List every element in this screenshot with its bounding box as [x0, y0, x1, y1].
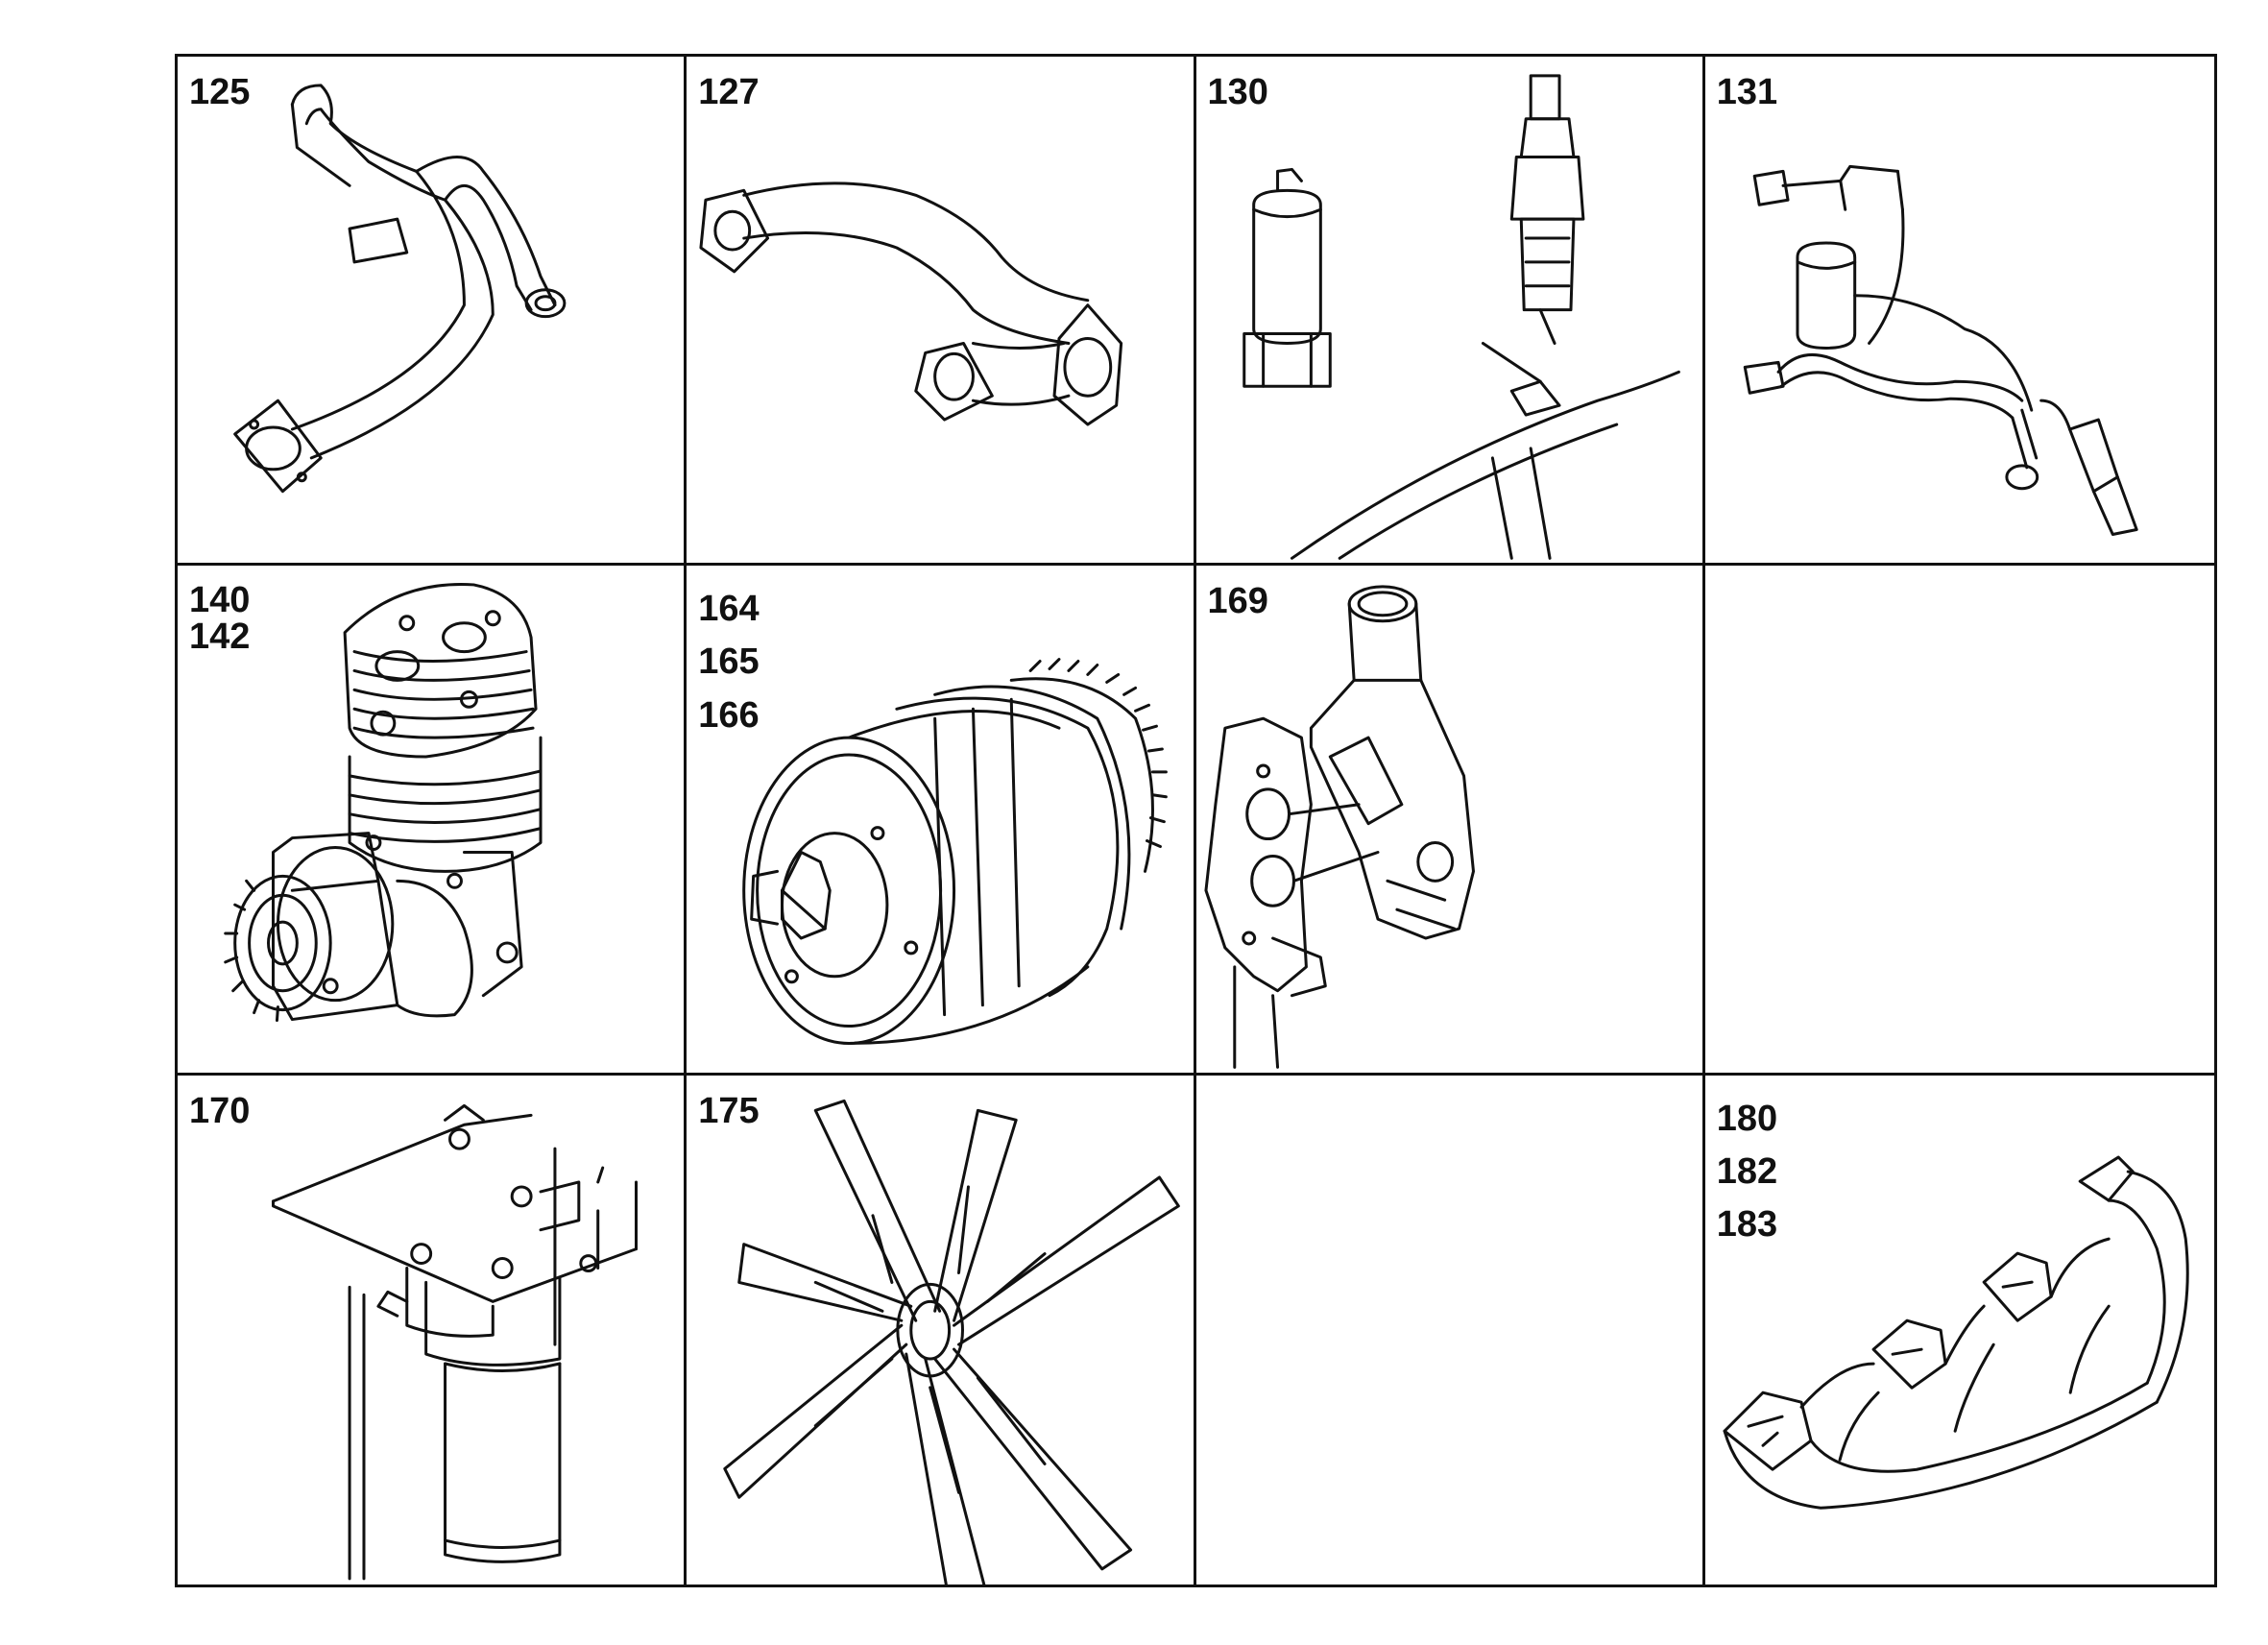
part-cell-130[interactable]: 130	[1195, 57, 1705, 567]
empty-cell	[1196, 1075, 1705, 1585]
part-number: 182	[1716, 1150, 1778, 1192]
part-cell-164-165-166[interactable]: 164 165 166	[687, 566, 1196, 1076]
part-number: 125	[189, 72, 251, 112]
oil-filter-icon	[178, 1076, 684, 1585]
part-labels: 130	[1208, 74, 1268, 110]
part-labels: 131	[1717, 74, 1777, 110]
exhaust-pipe-icon	[178, 57, 684, 563]
air-compressor-icon	[178, 566, 684, 1072]
exhaust-manifold-icon	[1705, 1076, 2214, 1585]
part-number: 142	[189, 616, 251, 657]
part-number: 166	[698, 694, 760, 736]
injector-icon	[1196, 57, 1702, 563]
part-number: 175	[698, 1090, 760, 1131]
part-number: 140	[189, 580, 251, 621]
part-number: 130	[1207, 72, 1268, 112]
fuel-lines-icon	[1705, 57, 2214, 563]
part-number: 164	[698, 589, 760, 630]
part-cell-127[interactable]: 127	[687, 57, 1196, 567]
part-number: 183	[1716, 1203, 1778, 1245]
flanged-pipe-icon	[687, 57, 1193, 563]
part-labels: 140 142	[189, 580, 251, 657]
part-number: 180	[1716, 1098, 1778, 1139]
part-number: 169	[1207, 581, 1268, 622]
part-number: 165	[698, 641, 760, 683]
vibration-damper-icon	[687, 566, 1193, 1072]
thermostat-housing-icon	[1196, 566, 1702, 1072]
part-cell-169[interactable]: 169	[1195, 566, 1705, 1076]
part-labels: 180 182 183	[1717, 1093, 1777, 1251]
part-labels: 125	[189, 74, 250, 110]
part-labels: 127	[698, 74, 759, 110]
part-cell-140-142[interactable]: 140 142	[178, 566, 688, 1076]
part-labels: 175	[698, 1093, 759, 1129]
part-labels: 164 165 166	[698, 583, 759, 741]
part-labels: 170	[189, 1093, 250, 1129]
part-number: 170	[189, 1090, 251, 1131]
parts-grid: 125 127	[175, 54, 2217, 1587]
fan-icon	[687, 1076, 1193, 1585]
part-number: 127	[698, 72, 760, 112]
part-cell-125[interactable]: 125	[178, 57, 688, 567]
part-cell-131[interactable]: 131	[1704, 57, 2214, 567]
part-number: 131	[1716, 72, 1778, 112]
part-labels: 169	[1208, 583, 1268, 619]
part-cell-180-182-183[interactable]: 180 182 183	[1705, 1076, 2214, 1585]
empty-cell	[1704, 566, 2214, 1076]
part-cell-175[interactable]: 175	[687, 1075, 1196, 1585]
part-cell-170[interactable]: 170	[178, 1075, 688, 1585]
